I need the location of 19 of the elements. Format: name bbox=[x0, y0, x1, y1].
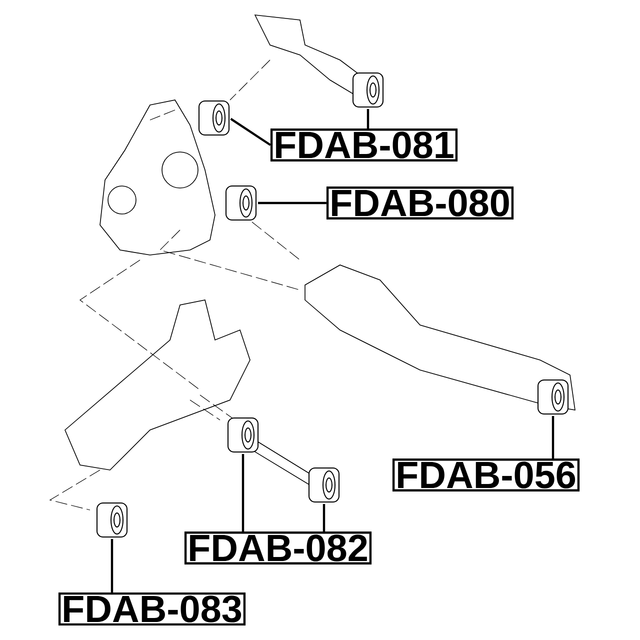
leader-line bbox=[322, 504, 326, 532]
bushing-drawing bbox=[352, 72, 384, 108]
bushing-drawing bbox=[228, 418, 258, 452]
leader-line bbox=[258, 202, 326, 204]
part-number-box: FDAB-056 bbox=[392, 458, 580, 492]
part-number-box: FDAB-083 bbox=[58, 592, 246, 626]
bushing-drawing bbox=[308, 468, 340, 502]
part-number-box: FDAB-082 bbox=[184, 532, 372, 564]
leader-line bbox=[242, 454, 244, 532]
bushing-drawing bbox=[226, 186, 256, 220]
bushing-drawing bbox=[198, 100, 230, 136]
part-number-box: FDAB-081 bbox=[270, 128, 458, 162]
leader-line bbox=[230, 118, 272, 146]
bushing-drawing bbox=[96, 502, 128, 538]
part-number-box: FDAB-080 bbox=[326, 186, 514, 220]
leader-line bbox=[110, 539, 114, 592]
leader-line bbox=[366, 109, 370, 128]
bushing-drawing bbox=[538, 380, 568, 414]
leader-line bbox=[552, 416, 554, 458]
